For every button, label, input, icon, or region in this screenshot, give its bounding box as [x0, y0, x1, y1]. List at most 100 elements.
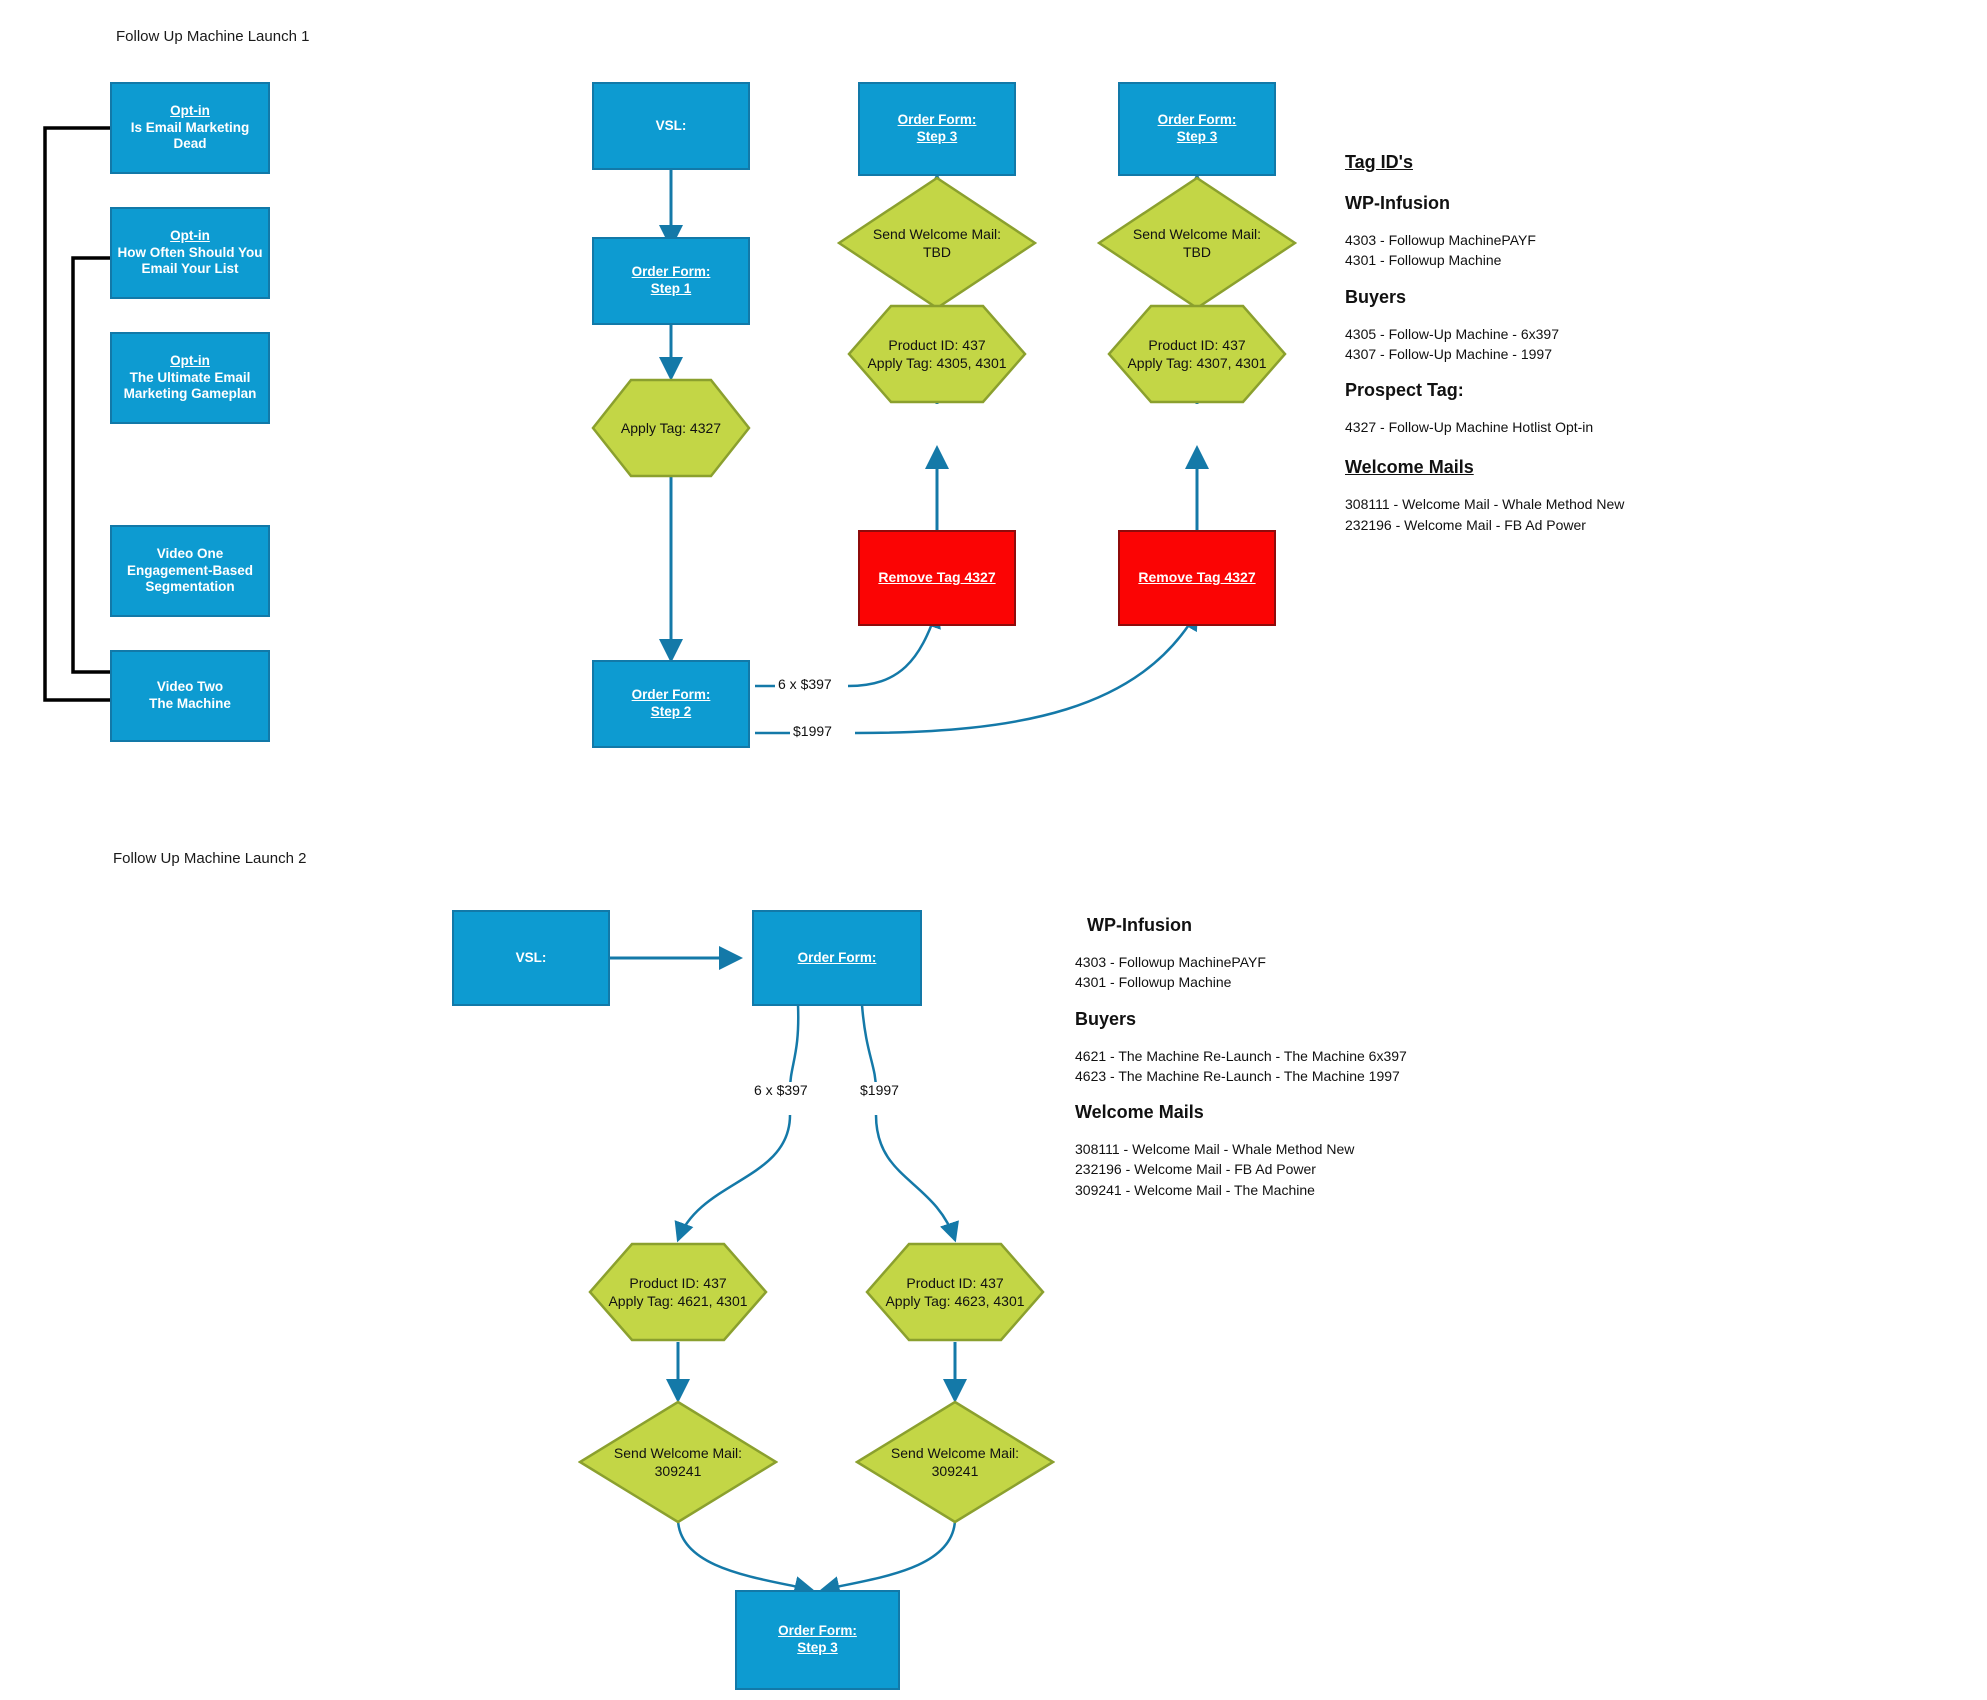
optin-box-2[interactable]: Opt-in How Often Should You Email Your L… [110, 207, 270, 299]
launch1-price-label-1997: $1997 [791, 723, 834, 739]
legend1-s2-line-2: 4307 - Follow-Up Machine - 1997 [1345, 345, 1552, 362]
video-1-line3: Segmentation [145, 579, 235, 595]
legend2-section-3-heading: Welcome Mails [1075, 1102, 1204, 1123]
legend2-section-2-heading: Buyers [1075, 1008, 1137, 1029]
b2-wm-line1: Send Welcome Mail: [1132, 225, 1262, 242]
launch1-legend: Tag ID's WP-Infusion 4303 - Followup Mac… [1345, 152, 1745, 535]
launch2-branch1-welcome-mail[interactable]: Send Welcome Mail: 309241 [578, 1400, 778, 1524]
optin-2-line1: How Often Should You [117, 244, 263, 260]
legend2-s1-line-2: 4301 - Followup Machine [1075, 974, 1232, 991]
legend2-s2-line-1: 4621 - The Machine Re-Launch - The Machi… [1075, 1047, 1407, 1064]
l2-b2-prod-line1: Product ID: 437 [906, 1274, 1004, 1291]
launch1-branch2-remove-tag[interactable]: Remove Tag 4327 [1118, 530, 1276, 626]
of1-line1: Order Form: [631, 264, 711, 280]
apply-tag-label: Apply Tag: 4327 [620, 419, 722, 436]
optin-1-line2: Dead [173, 136, 207, 152]
launch1-price-label-6x397: 6 x $397 [776, 676, 834, 692]
optin-1-heading: Opt-in [170, 102, 210, 118]
launch2-order-form-box[interactable]: Order Form: [752, 910, 922, 1006]
b2-of3-line2: Step 3 [1176, 129, 1218, 144]
legend1-section-1-heading: WP-Infusion [1345, 193, 1450, 213]
optin-3-line2: Marketing Gameplan [123, 386, 257, 402]
launch1-title: Follow Up Machine Launch 1 [116, 28, 310, 45]
launch2-order-form-step3[interactable]: Order Form: Step 3 [735, 1590, 900, 1690]
launch2-title: Follow Up Machine Launch 2 [113, 850, 307, 867]
optin-2-heading: Opt-in [170, 227, 210, 243]
legend2-s3-line-1: 308111 - Welcome Mail - Whale Method New [1075, 1141, 1355, 1158]
b1-wm-line2: TBD [923, 244, 951, 260]
b1-prod-line2: Apply Tag: 4305, 4301 [867, 355, 1007, 371]
l2-b2-prod-line2: Apply Tag: 4623, 4301 [885, 1293, 1025, 1309]
launch1-branch2-order-form-step3[interactable]: Order Form: Step 3 [1118, 82, 1276, 176]
b2-wm-line2: TBD [1183, 244, 1211, 260]
l2-b2-wm-line1: Send Welcome Mail: [890, 1444, 1020, 1461]
legend2-s3-line-3: 309241 - Welcome Mail - The Machine [1075, 1181, 1315, 1198]
video-1-line1: Video One [156, 545, 224, 561]
video-two-box[interactable]: Video Two The Machine [110, 650, 270, 742]
b2-remove-tag-label: Remove Tag 4327 [1138, 569, 1256, 586]
launch2-vsl-box[interactable]: VSL: [452, 910, 610, 1006]
b1-remove-tag-label: Remove Tag 4327 [878, 569, 996, 586]
legend1-title: Tag ID's [1345, 152, 1413, 172]
launch1-branch1-product-hexagon[interactable]: Product ID: 437 Apply Tag: 4305, 4301 [847, 304, 1027, 404]
legend2-section-1-heading: WP-Infusion [1087, 915, 1192, 935]
b1-of3-line2: Step 3 [916, 129, 958, 144]
video-2-line1: Video Two [156, 679, 224, 695]
b2-prod-line2: Apply Tag: 4307, 4301 [1127, 355, 1267, 371]
launch1-order-form-step1[interactable]: Order Form: Step 1 [592, 237, 750, 325]
of1-line2: Step 1 [650, 281, 692, 296]
l2-of3-line2: Step 3 [797, 1640, 838, 1655]
launch2-price-label-1997: $1997 [858, 1082, 901, 1098]
optin-box-3[interactable]: Opt-in The Ultimate Email Marketing Game… [110, 332, 270, 424]
l2-b1-prod-line2: Apply Tag: 4621, 4301 [608, 1293, 748, 1309]
launch2-branch2-welcome-mail[interactable]: Send Welcome Mail: 309241 [855, 1400, 1055, 1524]
legend1-s3-line-1: 4327 - Follow-Up Machine Hotlist Opt-in [1345, 419, 1594, 436]
launch2-branch2-product-hexagon[interactable]: Product ID: 437 Apply Tag: 4623, 4301 [865, 1242, 1045, 1342]
legend1-section-4-heading: Welcome Mails [1345, 457, 1474, 478]
launch1-branch1-welcome-mail[interactable]: Send Welcome Mail: TBD [837, 176, 1037, 310]
video-1-line2: Engagement-Based [126, 562, 254, 578]
optin-3-heading: Opt-in [170, 352, 210, 368]
launch1-branch2-welcome-mail[interactable]: Send Welcome Mail: TBD [1097, 176, 1297, 310]
launch2-legend: WP-Infusion 4303 - Followup MachinePAYF … [1075, 915, 1535, 1200]
legend1-s4-line-1: 308111 - Welcome Mail - Whale Method New [1345, 496, 1625, 513]
b2-prod-line1: Product ID: 437 [1148, 336, 1246, 353]
launch1-branch2-product-hexagon[interactable]: Product ID: 437 Apply Tag: 4307, 4301 [1107, 304, 1287, 404]
optin-1-line1: Is Email Marketing [130, 119, 250, 135]
of2-line1: Order Form: [631, 687, 711, 703]
b1-prod-line1: Product ID: 437 [888, 336, 986, 353]
launch1-branch1-order-form-step3[interactable]: Order Form: Step 3 [858, 82, 1016, 176]
video-one-box[interactable]: Video One Engagement-Based Segmentation [110, 525, 270, 617]
legend1-s1-line-1: 4303 - Followup MachinePAYF [1345, 232, 1536, 248]
launch1-branch1-remove-tag[interactable]: Remove Tag 4327 [858, 530, 1016, 626]
launch1-vsl-box[interactable]: VSL: [592, 82, 750, 170]
apply-tag-hexagon[interactable]: Apply Tag: 4327 [591, 378, 751, 478]
l2-b1-wm-line2: 309241 [654, 1463, 702, 1479]
l2-b1-wm-line1: Send Welcome Mail: [613, 1444, 743, 1461]
b2-of3-line1: Order Form: [1157, 112, 1237, 128]
legend1-s2-line-1: 4305 - Follow-Up Machine - 6x397 [1345, 325, 1559, 342]
launch2-order-form-label: Order Form: [797, 949, 877, 965]
of2-line2: Step 2 [650, 704, 692, 719]
legend2-s2-line-2: 4623 - The Machine Re-Launch - The Machi… [1075, 1067, 1400, 1084]
launch1-order-form-step2[interactable]: Order Form: Step 2 [592, 660, 750, 748]
legend1-section-2-heading: Buyers [1345, 286, 1407, 307]
optin-2-line2: Email Your List [141, 261, 239, 277]
legend1-section-3-heading: Prospect Tag: [1345, 380, 1464, 401]
launch2-vsl-label: VSL: [515, 949, 547, 965]
optin-box-1[interactable]: Opt-in Is Email Marketing Dead [110, 82, 270, 174]
b1-of3-line1: Order Form: [897, 112, 977, 128]
l2-b2-wm-line2: 309241 [931, 1463, 979, 1479]
legend2-s3-line-2: 232196 - Welcome Mail - FB Ad Power [1075, 1161, 1316, 1178]
l2-of3-line1: Order Form: [778, 1623, 857, 1639]
launch2-price-label-6x397: 6 x $397 [752, 1082, 810, 1098]
legend1-s1-line-2: 4301 - Followup Machine [1345, 252, 1502, 269]
legend2-s1-line-1: 4303 - Followup MachinePAYF [1075, 954, 1266, 970]
launch2-branch1-product-hexagon[interactable]: Product ID: 437 Apply Tag: 4621, 4301 [588, 1242, 768, 1342]
launch1-vsl-label: VSL: [655, 117, 687, 133]
optin-3-line1: The Ultimate Email [129, 369, 251, 385]
l2-b1-prod-line1: Product ID: 437 [629, 1274, 727, 1291]
legend1-s4-line-2: 232196 - Welcome Mail - FB Ad Power [1345, 516, 1586, 533]
video-2-line2: The Machine [149, 696, 231, 711]
